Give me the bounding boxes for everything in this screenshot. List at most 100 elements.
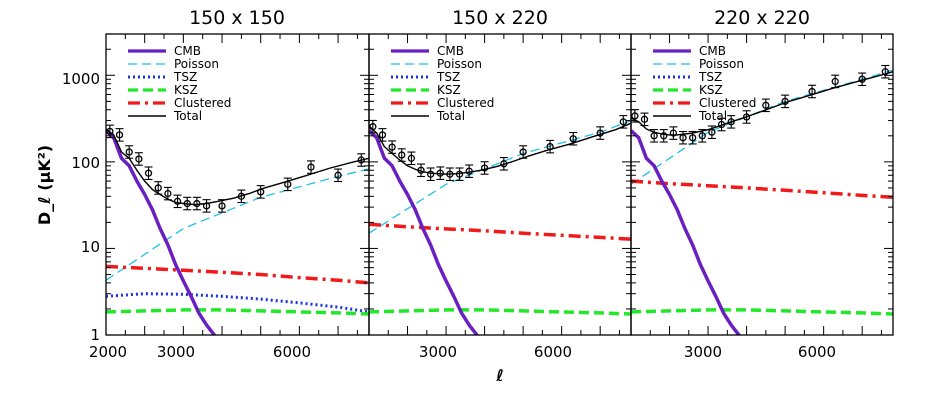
series-line-clustered <box>631 179 893 200</box>
legend-label: Clustered <box>437 96 494 110</box>
legend-label: Clustered <box>174 96 231 110</box>
data-point <box>417 163 426 178</box>
series-line-total <box>369 122 631 175</box>
panel-220x220 <box>630 33 894 336</box>
data-point <box>183 196 192 211</box>
series-line-ksz <box>369 308 631 316</box>
data-point <box>688 130 697 145</box>
data-point <box>154 181 163 195</box>
legend-label: KSZ <box>699 83 723 97</box>
legend-label: KSZ <box>437 83 461 97</box>
legend-item-tsz: TSZ <box>128 70 197 84</box>
data-point <box>596 126 605 140</box>
series-line-cmb <box>106 129 217 335</box>
data-point <box>717 117 726 132</box>
series-line-total <box>631 71 893 136</box>
panel-title-150x220: 150 x 220 <box>452 7 548 29</box>
legend-item-clustered: Clustered <box>391 96 494 110</box>
series-line-ksz <box>106 308 369 316</box>
panel-150x150 <box>105 33 370 336</box>
legend-item-total: Total <box>653 109 727 123</box>
panel-title-150x150: 150 x 150 <box>189 7 285 29</box>
data-point <box>283 177 292 192</box>
x-tick-label-6000-p1: 6000 <box>273 343 311 361</box>
legend-label: Poisson <box>174 57 219 71</box>
legend-label: CMB <box>174 44 201 58</box>
y-tick-label-1: 1 <box>90 326 100 344</box>
series-line-cmb <box>369 129 480 335</box>
data-point <box>163 186 172 201</box>
legend-item-total: Total <box>128 109 202 123</box>
data-point <box>808 84 817 99</box>
y-axis-title: D_ℓ (μK²) <box>35 145 54 225</box>
legend-label: CMB <box>437 44 464 58</box>
data-point <box>679 130 688 145</box>
data-point <box>619 115 628 129</box>
x-tick-label-6000-p2: 6000 <box>534 343 572 361</box>
data-point <box>436 166 445 180</box>
legend-item-cmb: CMB <box>128 44 201 58</box>
legend-label: Total <box>173 109 202 123</box>
data-point <box>306 160 315 174</box>
data-point <box>192 196 201 211</box>
legend-item-cmb: CMB <box>653 44 726 58</box>
panel-frame <box>105 33 370 336</box>
data-point <box>202 199 211 213</box>
legend-item-tsz: TSZ <box>391 70 460 84</box>
legend-item-total: Total <box>391 109 465 123</box>
data-point <box>115 128 124 142</box>
legend-item-cmb: CMB <box>391 44 464 58</box>
legend-item-poisson: Poisson <box>653 57 744 71</box>
legend-label: Poisson <box>437 57 482 71</box>
legend-label: Total <box>436 109 465 123</box>
data-point <box>256 185 265 199</box>
series-line-clustered <box>106 264 369 285</box>
x-tick-label-2000: 2000 <box>89 343 127 361</box>
data-point <box>378 128 387 142</box>
data-point <box>781 94 790 109</box>
series-line-poisson <box>106 168 369 281</box>
data-point <box>669 126 678 140</box>
panel-title-220x220: 220 x 220 <box>714 7 810 29</box>
data-point <box>397 148 406 162</box>
data-point <box>480 161 489 175</box>
series-line-total <box>106 128 369 206</box>
legend-label: TSZ <box>173 70 197 84</box>
legend-label: CMB <box>699 44 726 58</box>
data-point <box>761 98 770 113</box>
legend-label: KSZ <box>174 83 198 97</box>
data-point <box>546 139 555 154</box>
data-point <box>134 152 143 166</box>
legend-label: TSZ <box>698 70 722 84</box>
y-tick-label-1000: 1000 <box>62 70 100 88</box>
data-point <box>640 112 649 127</box>
data-point <box>831 74 840 89</box>
data-point <box>742 110 751 124</box>
x-tick-label-3000-p1: 3000 <box>157 343 195 361</box>
data-point <box>407 151 416 166</box>
series-line-clustered <box>369 222 631 241</box>
data-point <box>707 125 716 139</box>
legend-item-tsz: TSZ <box>653 70 722 84</box>
data-point <box>334 168 343 183</box>
x-axis-title: ℓ <box>495 366 504 385</box>
data-point <box>144 166 153 180</box>
panel-frame <box>630 33 894 336</box>
y-tick-label-10: 10 <box>81 238 100 256</box>
x-tick-label-3000-p2: 3000 <box>419 343 457 361</box>
data-point <box>698 129 707 143</box>
series-line-cmb <box>631 129 742 335</box>
data-point <box>881 64 890 79</box>
legend-item-poisson: Poisson <box>391 57 482 71</box>
data-point <box>455 167 464 181</box>
data-point <box>218 199 227 213</box>
legend-item-poisson: Poisson <box>128 57 219 71</box>
panel-frame <box>368 33 632 336</box>
legend-label: Total <box>698 109 727 123</box>
legend-label: TSZ <box>436 70 460 84</box>
data-point <box>445 167 454 181</box>
data-point <box>125 145 134 159</box>
x-tick-label-6000-p3: 6000 <box>798 343 836 361</box>
legend-item-ksz: KSZ <box>653 83 723 97</box>
panel-150x220 <box>368 33 632 336</box>
